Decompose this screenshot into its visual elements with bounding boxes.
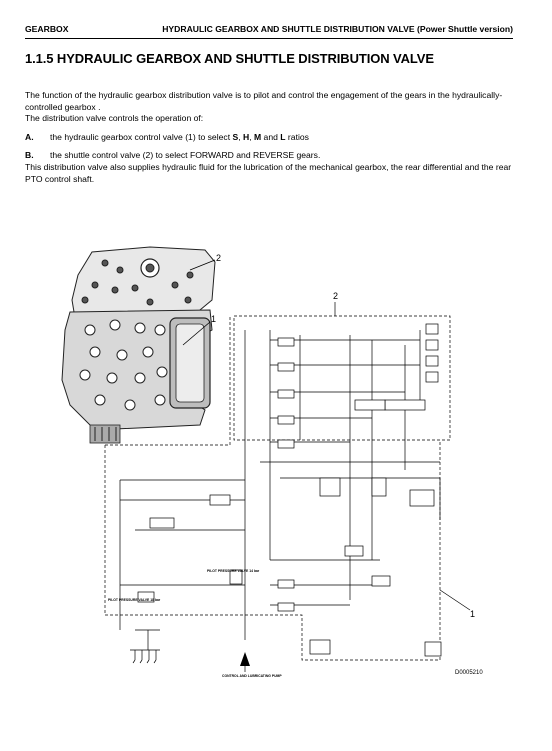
pump-arrow: [240, 652, 250, 666]
drawing-reference: D0005210: [455, 670, 483, 676]
list-key-b: B.: [25, 150, 34, 161]
body-text: The function of the hydraulic gearbox di…: [25, 90, 515, 185]
pilot-valve-14-caption: PILOT PRESSURE VALVE 14 bar: [207, 569, 260, 573]
valve-photo: [61, 246, 216, 444]
pilot-valve-18-caption: PILOT PRESSURE VALVE 18 bar: [108, 598, 161, 602]
header-rule: [25, 38, 513, 39]
callout-1-photo: 1: [211, 314, 216, 324]
controls-paragraph: The distribution valve controls the oper…: [25, 113, 204, 124]
running-header: GEARBOX HYDRAULIC GEARBOX AND SHUTTLE DI…: [25, 24, 513, 38]
pump-caption: CONTROL AND LUBRICATING PUMP: [222, 674, 282, 678]
list-key-a: A.: [25, 131, 34, 142]
lubrication-paragraph: This distribution valve also supplies hy…: [25, 161, 512, 184]
callout-2-diagram: 2: [333, 291, 338, 301]
valve-figure: 2 1: [61, 246, 475, 678]
hydraulic-schematic: [104, 315, 451, 664]
intro-paragraph: The function of the hydraulic gearbox di…: [25, 90, 503, 112]
header-topic: HYDRAULIC GEARBOX AND SHUTTLE DISTRIBUTI…: [162, 24, 513, 34]
page-title: 1.1.5 HYDRAULIC GEARBOX AND SHUTTLE DIST…: [25, 51, 434, 66]
list-item-b: B. the shuttle control valve (2) to sele…: [25, 150, 321, 161]
callout-1-diagram: 1: [470, 609, 475, 619]
header-section: GEARBOX: [25, 24, 69, 34]
callout-2-photo: 2: [216, 253, 221, 263]
list-item-a: A. the hydraulic gearbox control valve (…: [25, 131, 309, 142]
